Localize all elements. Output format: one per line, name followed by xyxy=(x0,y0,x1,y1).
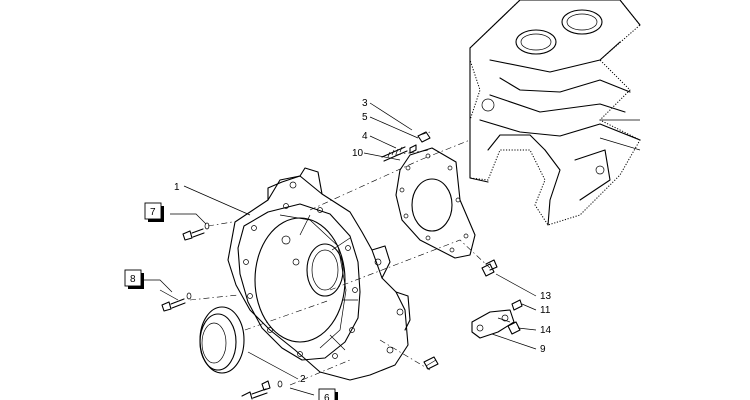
callout-box-6 xyxy=(318,388,338,400)
callout-4: 4 xyxy=(362,131,368,142)
callout-8: 8 xyxy=(130,274,136,285)
callout-9: 9 xyxy=(540,344,546,355)
callout-10: 10 xyxy=(352,148,364,159)
plug-13 xyxy=(481,259,498,277)
sensor-bracket xyxy=(471,299,523,339)
stud-and-nut xyxy=(381,131,431,162)
seal-ring xyxy=(199,306,245,374)
callout-box-7 xyxy=(144,202,164,222)
callout-6: 6 xyxy=(324,393,330,400)
engine-block xyxy=(469,0,641,226)
callout-1: 1 xyxy=(174,182,180,193)
callout-13: 13 xyxy=(540,291,552,302)
bolt-7 xyxy=(182,222,210,241)
dowel-pin xyxy=(423,356,439,370)
rear-plate xyxy=(395,147,476,259)
leader-lines xyxy=(142,102,537,396)
callout-2: 2 xyxy=(300,374,306,385)
callout-7: 7 xyxy=(150,207,156,218)
bolt-6 xyxy=(241,380,283,400)
callout-14: 14 xyxy=(540,325,552,336)
bolt-8 xyxy=(161,292,192,312)
callout-box-8 xyxy=(124,269,144,289)
callout-3: 3 xyxy=(362,98,368,109)
flywheel-housing xyxy=(227,167,411,381)
callout-5: 5 xyxy=(362,112,368,123)
callout-11: 11 xyxy=(540,305,551,316)
